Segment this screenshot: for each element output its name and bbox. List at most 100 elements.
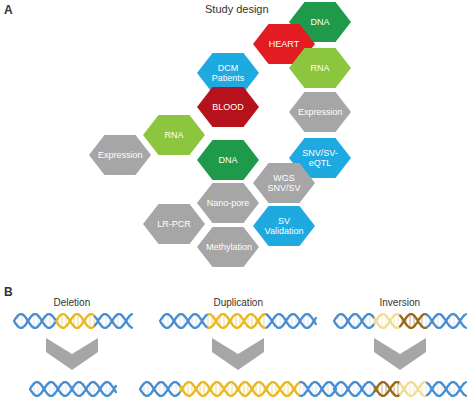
- helix-strand: [114, 390, 117, 393]
- chevron-arrow: [374, 338, 426, 370]
- helix-rung: [236, 386, 237, 392]
- node-label: SNV/SV-eQTL: [298, 148, 342, 168]
- helix-rung: [34, 384, 35, 395]
- helix-rung: [264, 314, 265, 328]
- helix-rung: [78, 314, 79, 328]
- chevron-arrow: [46, 338, 98, 370]
- helix-rung: [94, 382, 95, 396]
- chevron-arrow: [212, 338, 264, 370]
- helix-rung: [398, 382, 399, 396]
- helix-rung: [102, 316, 103, 327]
- helix-rung: [308, 314, 309, 328]
- helix-rung: [30, 318, 31, 324]
- helix-rung: [438, 382, 439, 396]
- helix-rung: [430, 386, 431, 392]
- node-label: Nano-pore: [206, 198, 250, 208]
- helix-rung: [42, 386, 43, 392]
- helix-rung: [240, 386, 241, 392]
- helix-rung: [342, 314, 343, 328]
- helix-strand: [315, 322, 317, 324]
- helix-rung: [324, 386, 325, 392]
- helix-rung: [342, 382, 343, 396]
- helix-rung: [398, 314, 399, 328]
- helix-rung: [220, 316, 221, 327]
- helix-rung: [410, 382, 411, 396]
- helix-rung: [394, 316, 395, 327]
- helix-rung: [260, 382, 261, 396]
- helix-rung: [332, 384, 333, 395]
- helix-rung: [156, 386, 157, 392]
- helix-rung: [454, 314, 455, 328]
- helix-rung: [38, 316, 39, 327]
- helix-rung: [172, 318, 173, 324]
- helix-rung: [434, 386, 435, 392]
- helix-rung: [164, 316, 165, 327]
- node-label: DNA: [298, 17, 342, 27]
- helix-rung: [50, 314, 51, 328]
- node-label: LR-PCR: [152, 219, 196, 229]
- hexagon-node: Expression: [289, 92, 351, 132]
- hexagon-node: LR-PCR: [143, 204, 205, 244]
- helix-rung: [268, 316, 269, 327]
- helix-rung: [312, 384, 313, 395]
- dna-helices: [14, 314, 466, 396]
- helix-rung: [346, 386, 347, 392]
- hexagon-node: RNA: [289, 48, 351, 88]
- helix-rung: [422, 316, 423, 327]
- helix-rung: [204, 382, 205, 396]
- panel-title: Study design: [205, 3, 269, 15]
- helix-rung: [434, 318, 435, 324]
- helix-rung: [394, 384, 395, 395]
- helix-rung: [168, 314, 169, 328]
- hexagon-node: RNA: [143, 115, 205, 155]
- helix-rung: [248, 316, 249, 327]
- node-label: SV Validation: [262, 216, 306, 236]
- helix-rung: [248, 384, 249, 395]
- variant-label: Duplication: [214, 297, 263, 308]
- helix-rung: [90, 384, 91, 395]
- node-label: DNA: [206, 155, 250, 165]
- helix-rung: [288, 382, 289, 396]
- helix-rung: [188, 382, 189, 396]
- helix-rung: [78, 382, 79, 396]
- helix-rung: [22, 314, 23, 328]
- helix-rung: [176, 318, 177, 324]
- helix-rung: [110, 318, 111, 324]
- helix-rung: [338, 384, 339, 395]
- node-label: RNA: [298, 63, 342, 73]
- helix-rung: [106, 314, 107, 328]
- node-label: DCM Patients: [206, 63, 250, 83]
- node-label: HEART: [262, 39, 306, 49]
- helix-rung: [122, 316, 123, 327]
- helix-rung: [382, 314, 383, 328]
- helix-rung: [18, 316, 19, 327]
- helix-rung: [38, 382, 39, 396]
- panel-letter: A: [4, 3, 13, 17]
- helix-rung: [90, 314, 91, 328]
- helix-rung: [180, 314, 181, 328]
- helix-rung: [184, 316, 185, 327]
- helix-strand: [131, 326, 132, 329]
- hexagon-node: WGS SNV/SV: [253, 163, 315, 203]
- helix-rung: [316, 382, 317, 396]
- helix-rung: [196, 314, 197, 328]
- helix-rung: [144, 384, 145, 395]
- helix-rung: [350, 386, 351, 392]
- helix-rung: [426, 382, 427, 396]
- helix-rung: [358, 316, 359, 327]
- helix-rung: [152, 386, 153, 392]
- helix-rung: [256, 318, 257, 324]
- helix-rung: [46, 386, 47, 392]
- node-label: BLOOD: [206, 102, 250, 112]
- helix-rung: [292, 314, 293, 328]
- helix-rung: [426, 314, 427, 328]
- helix-rung: [272, 382, 273, 396]
- helix-rung: [216, 382, 217, 396]
- helix-rung: [148, 382, 149, 396]
- helix-rung: [34, 314, 35, 328]
- helix-rung: [176, 382, 177, 396]
- helix-rung: [66, 382, 67, 396]
- helix-rung: [236, 314, 237, 328]
- variant-label: Inversion: [380, 297, 421, 308]
- helix-rung: [118, 314, 119, 328]
